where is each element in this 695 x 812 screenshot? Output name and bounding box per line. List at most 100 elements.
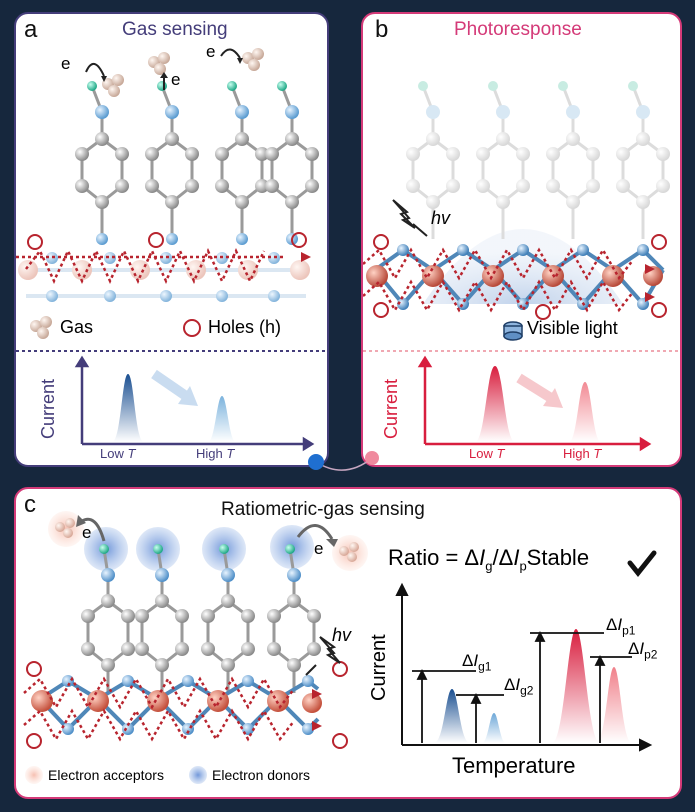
t-variable: T [496,446,505,461]
gas-molecules [55,518,359,562]
panel-c-ratiometric: c Ratiometric-gas sensing [14,487,682,799]
holes [27,232,307,250]
I: I [639,639,645,658]
low-temperature-peak [112,374,144,442]
check-icon [627,550,657,578]
delta: Δ [462,651,474,670]
electron-label-left: e [82,523,92,542]
ratio-prefix: Ratio = Δ [388,545,480,570]
panel-a-title: Gas sensing [122,19,228,40]
panel-a-ylabel: Current [38,378,58,439]
g1: g1 [478,659,492,674]
light-arrow [305,664,317,676]
hole-arrowhead [312,721,322,731]
photo-peak-high [596,667,632,743]
panel-b-label: b [375,16,389,43]
low-temperature-peak [475,366,515,442]
hole-transport-paths [16,248,286,284]
electron-transfer-arrows [85,48,243,90]
low-label: Low [100,446,128,461]
inorganic-layer [18,252,310,302]
ratio-slash: /Δ [492,545,514,570]
hole-arrowhead [312,689,322,699]
arrowhead [76,515,86,527]
gas-legend-label: Gas [60,317,94,337]
acceptor-legend-icon [25,766,43,784]
panel-b-title: Photoresponse [454,19,582,40]
linker-molecules [86,548,316,693]
hv-label: hv [431,208,451,228]
high-label: High [563,446,594,461]
delta-ip2-label: ΔIp2 [628,639,657,661]
g2: g2 [520,683,534,698]
visible-light-label: Visible light [527,318,618,338]
delta: Δ [504,675,516,694]
donors-legend-label: Electron donors [212,767,311,783]
panel-c-title: Ratiometric-gas sensing [221,499,425,520]
donor-clouds [84,525,314,571]
p2: p2 [644,647,658,662]
hole-legend-icon [183,319,201,337]
panel-c-chart-axes [395,582,653,752]
hv-label: hv [332,625,352,645]
hole-arrowhead [645,264,655,274]
gas-legend-icon [30,316,52,339]
ratio-p: p [519,558,527,574]
donor-legend-icon [189,766,207,784]
I: I [473,651,479,670]
linker-molecules [80,85,314,239]
faded-molecule-atoms [406,81,670,209]
gas-peak-high [482,713,506,743]
ratio-I: I [513,545,520,570]
ratio-I: I [479,545,486,570]
panel-b-ylabel: Current [381,378,401,439]
high-temperature-peak [569,382,601,442]
panel-b-xlabel-low: Low T [469,446,504,461]
holes-legend-label: Holes (h) [208,317,282,337]
light-arrow [412,223,428,237]
gas-molecules [102,48,264,97]
decrease-arrowhead [178,386,198,406]
inorganic-layer-excited [366,244,665,310]
panel-a-gas-sensing: a Gas sensing [14,12,329,467]
panel-b-structure [363,81,680,452]
delta: Δ [628,639,640,658]
p1: p1 [622,623,636,638]
hole-transport-paths [363,247,634,313]
panel-c-structure [23,511,657,784]
panel-b-chart-axes [417,355,652,452]
decrease-arrow [516,373,554,403]
panel-b-photoresponse: b Photoresponse [361,12,682,467]
holes [373,234,667,320]
panel-b-xlabel-high: High T [563,446,601,461]
electron-transfer-arrows [81,517,334,542]
delta-ip1-label: ΔIp1 [606,615,635,637]
delta-arrows [416,630,606,743]
hole-transport-paths [23,676,295,742]
decrease-arrow [151,369,189,401]
electron-label-2: e [171,70,181,89]
acceptors-legend-label: Electron acceptors [48,767,164,783]
panel-a-xlabel-low: Low T [100,446,135,461]
delta-ig2-label: ΔIg2 [504,675,533,697]
panel-a-label: a [24,16,38,43]
molecule-atoms [75,81,319,245]
t-variable: T [593,446,602,461]
I: I [617,615,623,634]
panel-a-structure [16,48,327,452]
t-variable: T [127,446,136,461]
t-variable: T [226,446,235,461]
delta-ig1-label: ΔIg1 [462,651,491,673]
panel-c-ylabel: Current [368,634,390,701]
high-temperature-peak [208,396,236,442]
electron-label-1: e [61,54,71,73]
panel-a-chart-axes [74,355,315,452]
photo-peak-low [552,629,600,743]
I: I [515,675,521,694]
delta: Δ [606,615,618,634]
lightning-icon [319,636,341,664]
panel-c-label: c [24,491,36,518]
faded-molecules [411,85,665,239]
molecule-atoms [81,544,321,672]
hole-arrowhead [645,292,655,302]
